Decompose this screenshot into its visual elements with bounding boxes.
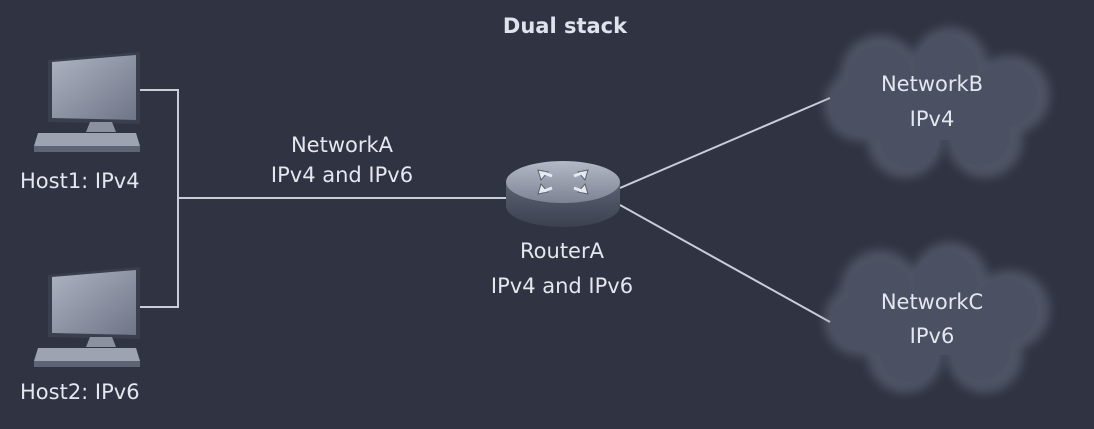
router-name: RouterA [520, 239, 604, 263]
host2-link [133, 198, 179, 308]
network-a-name: NetworkA [290, 133, 394, 157]
network-c-protocol: IPv6 [909, 324, 955, 348]
network-b-protocol: IPv4 [909, 107, 955, 131]
network-a-protocols: IPv4 and IPv6 [270, 163, 414, 187]
cloud-icon-network-b [824, 27, 1050, 178]
host1-label: Host1: IPv4 [20, 169, 140, 193]
host1-link [133, 89, 179, 198]
computer-icon-host2 [34, 267, 140, 367]
network-b-link [619, 97, 831, 189]
network-b-name: NetworkB [880, 72, 984, 96]
network-c-link [619, 204, 831, 323]
connector-lines [133, 89, 831, 323]
diagram-title: Dual stack [502, 14, 628, 38]
router-protocols: IPv4 and IPv6 [490, 274, 634, 298]
host2-label: Host2: IPv6 [20, 380, 140, 404]
cloud-icon-network-c [824, 242, 1050, 393]
router-icon [506, 161, 620, 227]
network-c-name: NetworkC [880, 290, 984, 314]
computer-icon-host1 [34, 52, 140, 152]
